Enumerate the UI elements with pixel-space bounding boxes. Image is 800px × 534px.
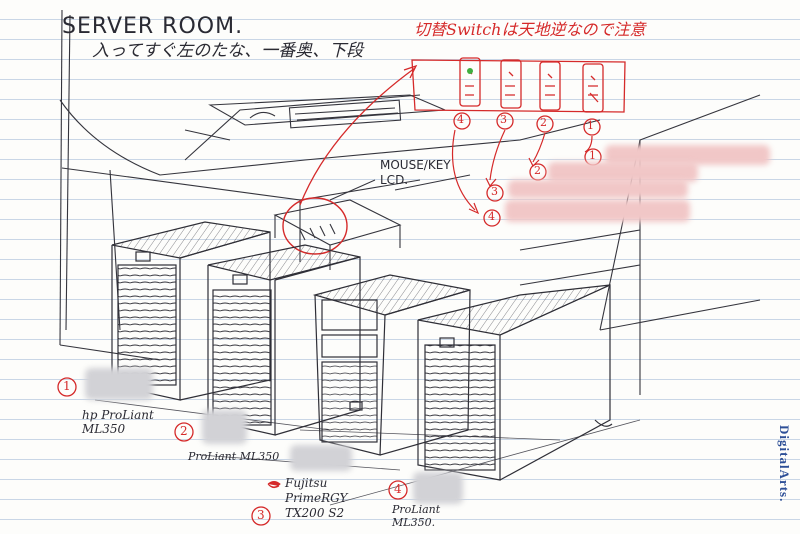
- redacted-server-1: [85, 368, 153, 400]
- mapping-number-1: 1: [589, 149, 596, 162]
- redacted-host-2: [548, 162, 698, 182]
- switch-port-3: 3: [500, 113, 507, 126]
- server-model-2: ProLiant ML350: [188, 450, 279, 463]
- mouse-key-lcd-label: MOUSE/KEY LCD.: [380, 158, 448, 188]
- redacted-host-4: [505, 200, 690, 222]
- server-number-4: 4: [394, 482, 402, 496]
- redacted-host-3: [508, 180, 688, 198]
- mapping-number-4: 4: [488, 210, 495, 223]
- redacted-server-3: [290, 445, 352, 471]
- server-model-4: ProLiant ML350.: [392, 503, 448, 529]
- mapping-number-2: 2: [534, 164, 541, 177]
- redacted-server-2: [202, 410, 247, 444]
- switch-orientation-note: 切替Switchは天地逆なので注意: [414, 16, 645, 40]
- server-model-1: hp ProLiant ML350: [82, 408, 162, 436]
- switch-port-1: 1: [587, 119, 594, 132]
- server-model-3: Fujitsu PrimeRGY TX200 S2: [285, 476, 367, 521]
- server-number-2: 2: [180, 424, 188, 438]
- location-note: 入ってすぐ左のたな、一番奥、下段: [92, 36, 363, 61]
- mapping-number-3: 3: [491, 185, 498, 198]
- server-number-3: 3: [257, 508, 265, 522]
- redacted-server-4: [413, 472, 463, 504]
- digitalarts-logo: DigitalArts.: [776, 425, 792, 502]
- server-number-1: 1: [63, 379, 71, 393]
- switch-port-2: 2: [540, 116, 547, 129]
- switch-port-4: 4: [457, 113, 464, 126]
- switch-active-led: [467, 68, 473, 74]
